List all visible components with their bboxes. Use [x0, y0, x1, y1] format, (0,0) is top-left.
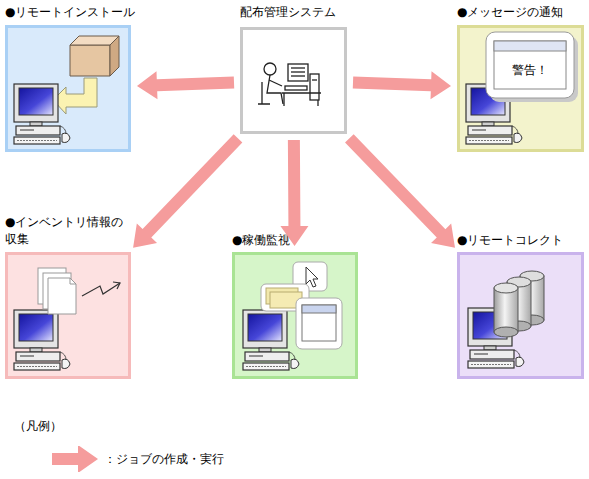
- legend-arrow-sample: [50, 446, 100, 472]
- node-frame: [5, 252, 131, 379]
- operator-illustration: [258, 63, 321, 106]
- node-frame: [457, 25, 584, 152]
- job-arrow: [137, 71, 234, 99]
- node-frame: [5, 25, 131, 152]
- node-heading: ●稼働監視: [232, 232, 362, 249]
- function-node: ●リモートコレクト: [457, 232, 587, 379]
- node-heading: ●インベントリ情報の 収集: [5, 214, 135, 248]
- node-heading: ●リモートインストール: [5, 4, 175, 21]
- node-frame: [457, 252, 584, 379]
- monitoring-illustration: [243, 262, 342, 370]
- function-node: ●リモートインストール: [5, 4, 175, 152]
- node-frame: [232, 252, 358, 379]
- inventory-illustration: [14, 268, 120, 370]
- job-arrow: [133, 134, 242, 247]
- node-heading: ●リモートコレクト: [457, 232, 587, 249]
- function-node: ●インベントリ情報の 収集: [5, 214, 135, 379]
- legend-arrow-shape: [52, 446, 98, 472]
- function-node: 配布管理システム: [240, 4, 410, 134]
- node-heading: ●メッセージの通知: [457, 4, 587, 21]
- legend-heading: （凡例）: [14, 418, 114, 434]
- collect-illustration: [468, 271, 544, 368]
- legend-item: ：ジョブの作成・実行: [50, 446, 350, 472]
- job-arrow: [353, 71, 451, 99]
- function-node: ●稼働監視: [232, 232, 362, 379]
- install-illustration: [14, 36, 119, 144]
- function-node: ●メッセージの通知: [457, 4, 587, 152]
- message-illustration: [466, 32, 578, 144]
- node-frame: [240, 27, 347, 134]
- legend-text: ：ジョブの作成・実行: [104, 451, 344, 467]
- node-heading: 配布管理システム: [240, 4, 410, 21]
- job-arrow: [345, 134, 455, 248]
- job-arrow: [280, 140, 308, 246]
